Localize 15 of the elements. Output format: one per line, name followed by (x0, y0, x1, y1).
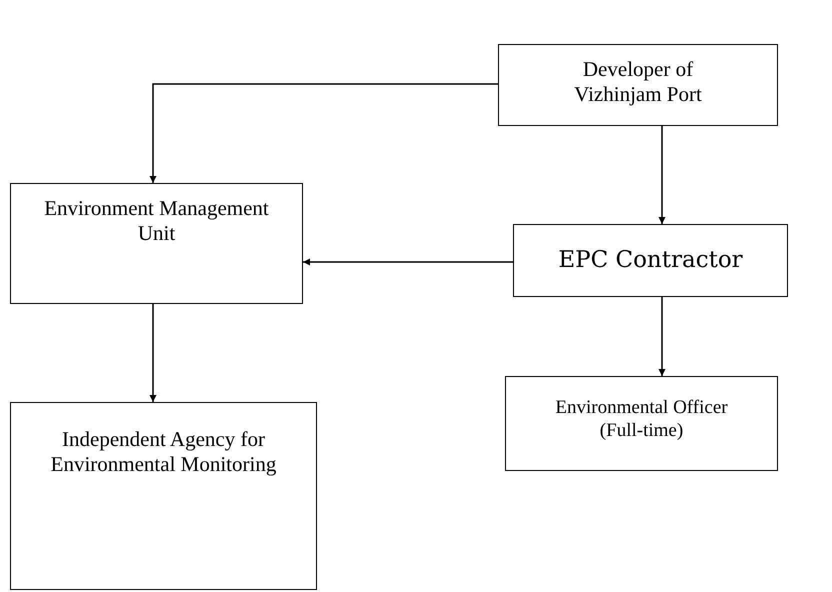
box-label: EPC Contractor (558, 246, 743, 274)
box-label: Independent Agency for Environmental Monitoring (50, 427, 278, 478)
process-box (505, 376, 778, 471)
box-label: Developer of Vizhinjam Port (573, 57, 703, 108)
process-box (10, 183, 303, 304)
box-label: Environment Management Unit (43, 196, 270, 246)
box-label: Environmental Officer (Full-time) (554, 397, 729, 443)
process-box (513, 224, 788, 297)
process-box (498, 44, 778, 126)
arrow (658, 126, 666, 224)
arrow (150, 304, 156, 402)
process-box (10, 402, 317, 590)
arrow (150, 83, 498, 183)
arrow (658, 297, 666, 376)
arrow (303, 258, 513, 266)
